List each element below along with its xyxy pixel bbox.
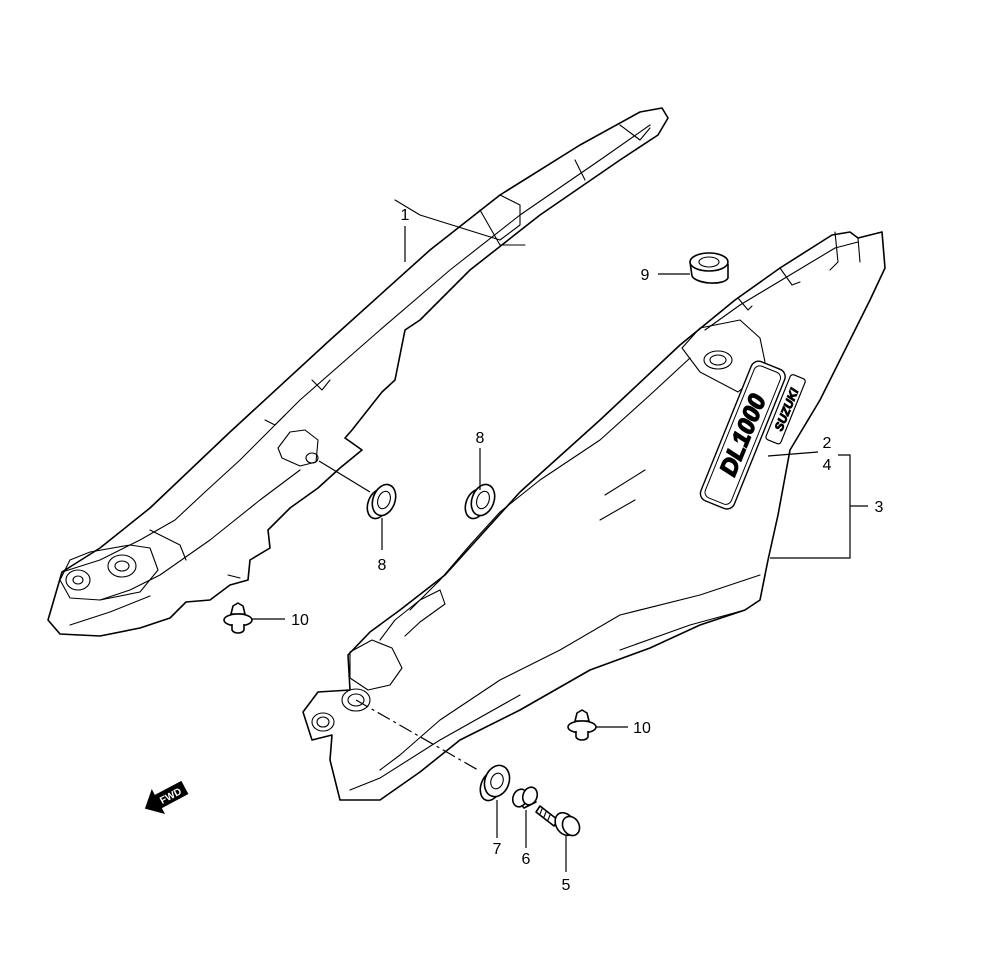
collar-6 bbox=[511, 786, 539, 809]
clip-10-right bbox=[567, 709, 597, 741]
grommet-9 bbox=[689, 252, 729, 284]
grommet-8-center bbox=[464, 483, 496, 520]
assembly-line bbox=[355, 699, 479, 771]
fwd-arrow: FWD bbox=[144, 780, 189, 815]
cover-boss bbox=[681, 319, 766, 393]
bolt-5 bbox=[535, 805, 581, 837]
callout-10-left: 10 bbox=[291, 612, 309, 629]
left-frame-cover bbox=[47, 107, 669, 637]
grommet-7 bbox=[479, 764, 511, 802]
callout-8-center: 8 bbox=[476, 430, 485, 447]
mounting-bracket bbox=[59, 544, 159, 601]
leader-lines bbox=[252, 226, 868, 872]
callout-labels: 1 2 3 4 5 6 7 8 8 9 10 10 bbox=[291, 207, 883, 894]
rear-bracket bbox=[311, 589, 446, 732]
callout-1: 1 bbox=[401, 207, 410, 224]
callout-5: 5 bbox=[562, 877, 571, 894]
callout-10-right: 10 bbox=[633, 720, 651, 737]
callout-7: 7 bbox=[493, 841, 502, 858]
grommet-boss bbox=[277, 429, 319, 467]
callout-3: 3 bbox=[875, 499, 884, 516]
clip-10-left bbox=[223, 602, 253, 634]
grommet-8-left bbox=[366, 483, 397, 520]
callout-2: 2 bbox=[823, 435, 832, 452]
callout-6: 6 bbox=[522, 851, 531, 868]
fwd-arrow-label: FWD bbox=[158, 786, 183, 806]
callout-8-left: 8 bbox=[378, 557, 387, 574]
callout-4: 4 bbox=[823, 457, 832, 474]
right-frame-cover: DL1000 SUZUKI bbox=[302, 231, 886, 801]
callout-9: 9 bbox=[641, 267, 650, 284]
